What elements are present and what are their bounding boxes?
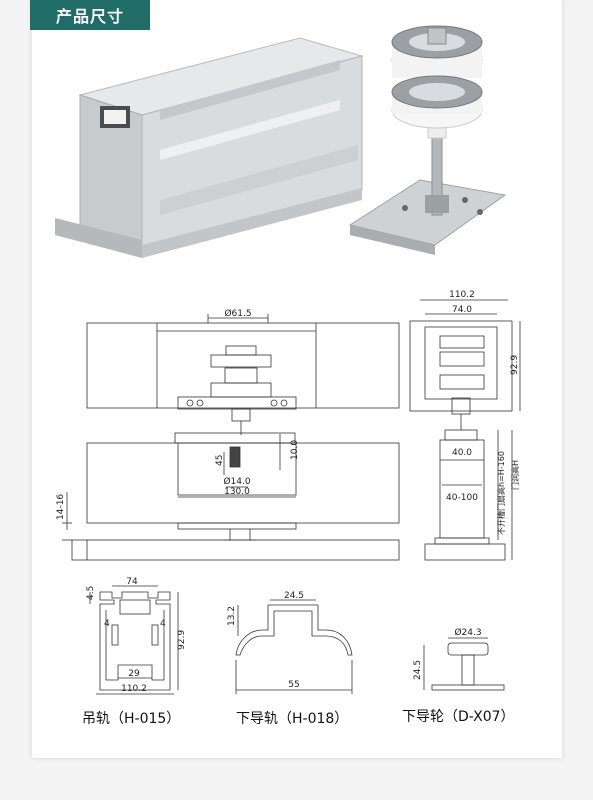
dim-pin-dia: Ø14.0 — [223, 476, 250, 487]
dim-rail-height: 13.2 — [227, 606, 237, 626]
bottom-wheel-profile — [423, 637, 505, 691]
dim-side-height: 92.9 — [510, 355, 520, 375]
dim-adjust-range: 40-100 — [446, 493, 478, 503]
dim-width-outer: 110.2 — [449, 290, 475, 300]
dim-wheel-height: 24.5 — [413, 660, 423, 680]
door-leaf-label: 不开槽门扇高h=H-160 — [496, 451, 506, 535]
track-photo — [55, 37, 364, 258]
dim-wheel-small-dia: Ø24.3 — [454, 627, 481, 638]
dim-gap: 14-16 — [56, 494, 66, 520]
dim-offset: 10.0 — [290, 440, 300, 460]
caption-bottom-wheel: 下导轮（D-X07） — [402, 709, 515, 725]
dim-track-inner-right: 4 — [160, 619, 166, 629]
dim-track-left-small: 4.5 — [86, 586, 96, 600]
door-opening-label: 门洞高H — [510, 460, 520, 490]
dim-track-top: 74 — [126, 577, 138, 587]
front-view-drawing — [62, 314, 400, 561]
dim-rail-top: 24.5 — [284, 591, 304, 601]
dim-block-height: 40.0 — [452, 448, 472, 458]
bottom-rail-profile — [235, 599, 353, 694]
dim-plate-width: 130.0 — [224, 487, 250, 497]
roller-photo — [348, 25, 507, 255]
dim-width-inner: 74.0 — [452, 305, 472, 315]
dim-track-slot: 29 — [128, 669, 140, 679]
caption-hanging-track: 吊轨（H-015） — [82, 711, 181, 727]
dim-track-inner-left: 4 — [104, 619, 110, 629]
dim-wheel-dia: Ø61.5 — [224, 308, 251, 319]
side-view-drawing — [409, 299, 521, 561]
dim-track-bottom: 110.2 — [121, 684, 147, 694]
dim-rail-bottom: 55 — [288, 680, 299, 690]
hanging-track-profile — [89, 585, 179, 695]
dim-track-height: 92.9 — [177, 630, 187, 650]
section-title: 产品尺寸 — [30, 0, 150, 30]
dim-spacer-height: 45 — [215, 455, 225, 466]
caption-bottom-rail: 下导轨（H-018） — [236, 711, 349, 727]
